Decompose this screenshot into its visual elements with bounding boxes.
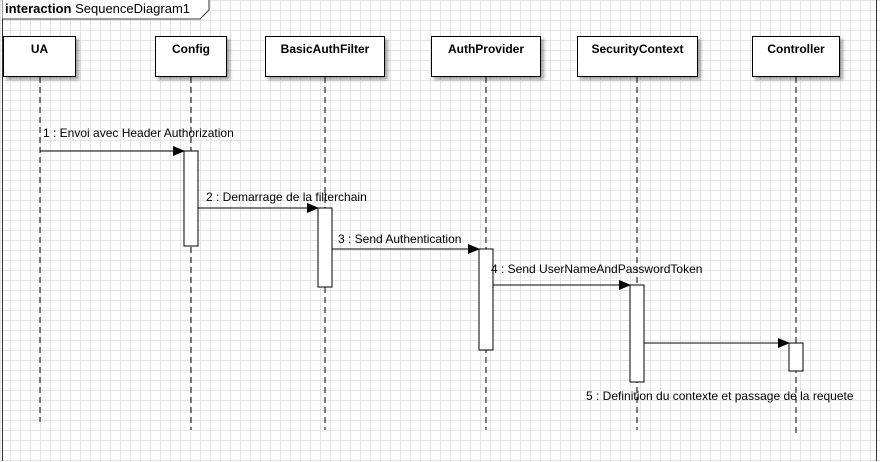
activation-securitycontext — [629, 284, 645, 383]
lifeline-head-ua: UA — [3, 36, 76, 77]
lifeline-head-controller: Controller — [752, 36, 840, 77]
frame-title: interaction SequenceDiagram1 — [5, 1, 190, 16]
message-label-4: 4 : Send UserNameAndPasswordToken — [491, 262, 703, 276]
frame-label-pentagon — [1, 0, 210, 20]
lifeline-label: Controller — [767, 42, 825, 56]
message-label-2: 2 : Demarrage de la filterchain — [206, 190, 367, 204]
activation-config — [183, 150, 199, 247]
lifeline-label: AuthProvider — [447, 42, 524, 56]
lifeline-head-securitycontext: SecurityContext — [577, 36, 698, 77]
message-label-5: 5 : Definition du contexte et passage de… — [586, 389, 854, 403]
lifeline-label: Config — [172, 42, 210, 56]
frame-label: interaction SequenceDiagram1 — [1, 0, 212, 27]
message-label-1: 1 : Envoi avec Header Authorization — [43, 126, 234, 140]
activation-basicauthfilter — [317, 207, 333, 288]
activation-controller — [788, 342, 804, 372]
frame-name: SequenceDiagram1 — [75, 1, 190, 16]
message-label-3: 3 : Send Authentication — [338, 232, 462, 246]
frame-keyword: interaction — [5, 1, 72, 16]
lifeline-label: UA — [30, 42, 49, 56]
lifeline-label: SecurityContext — [591, 42, 684, 56]
lifeline-head-basicauthfilter: BasicAuthFilter — [265, 36, 385, 77]
lifeline-head-authprovider: AuthProvider — [431, 36, 541, 77]
lifeline-label: BasicAuthFilter — [280, 42, 370, 56]
lifeline-head-config: Config — [155, 36, 227, 77]
activation-authprovider — [478, 248, 494, 351]
